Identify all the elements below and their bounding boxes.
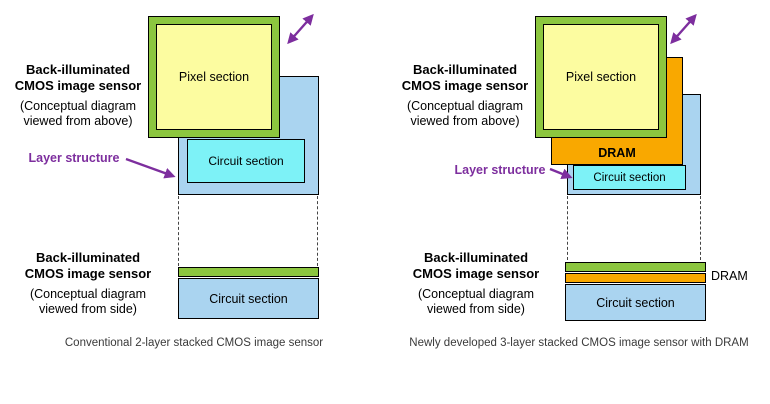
right-layer-structure-label: Layer structure <box>454 163 546 177</box>
left-sideview-subtitle: (Conceptual diagram viewed from side) <box>29 287 147 317</box>
left-topview-subtitle: (Conceptual diagram viewed from above) <box>19 99 137 129</box>
left-circuit-section-box: Circuit section <box>187 139 305 183</box>
left-sideview-circuit-label: Circuit section <box>209 291 288 306</box>
right-pixel-section-box: Pixel section <box>543 24 659 130</box>
right-sideview-circuit-label: Circuit section <box>596 295 675 310</box>
right-sideview-pixel-layer <box>565 262 706 272</box>
right-circuit-section-label: Circuit section <box>593 171 666 184</box>
left-sideview-pixel-layer <box>178 267 319 277</box>
left-layer-structure-label: Layer structure <box>28 151 120 165</box>
right-topview-title: Back-illuminated CMOS image sensor <box>401 62 529 93</box>
left-pixel-section-label: Pixel section <box>178 70 250 84</box>
left-circuit-section-label: Circuit section <box>208 154 284 168</box>
left-stack-double-arrow <box>287 13 314 45</box>
right-pixel-section-frame: Pixel section <box>535 16 667 138</box>
right-topview-subtitle: (Conceptual diagram viewed from above) <box>406 99 524 129</box>
right-sideview-title: Back-illuminated CMOS image sensor <box>412 250 540 281</box>
right-sideview-subtitle: (Conceptual diagram viewed from side) <box>417 287 535 317</box>
right-sideview-dram-label: DRAM <box>711 269 748 283</box>
right-dashed-line-left <box>567 196 568 260</box>
left-caption: Conventional 2-layer stacked CMOS image … <box>64 337 324 349</box>
left-topview-title: Back-illuminated CMOS image sensor <box>14 62 142 93</box>
right-caption: Newly developed 3-layer stacked CMOS ima… <box>409 337 749 349</box>
right-stack-double-arrow <box>670 13 697 45</box>
left-layer-structure-arrow <box>125 157 176 179</box>
left-dashed-line-left <box>178 196 179 266</box>
left-sideview-circuit-layer: Circuit section <box>178 278 319 319</box>
left-dashed-line-right <box>317 196 318 266</box>
right-dashed-line-right <box>700 196 701 260</box>
right-pixel-section-label: Pixel section <box>565 70 637 84</box>
right-circuit-section-box: Circuit section <box>573 165 686 190</box>
left-sideview-title: Back-illuminated CMOS image sensor <box>24 250 152 281</box>
right-sideview-dram-layer <box>565 273 706 283</box>
right-sideview-circuit-layer: Circuit section <box>565 284 706 321</box>
right-dram-label: DRAM <box>598 146 636 160</box>
left-pixel-section-frame: Pixel section <box>148 16 280 138</box>
left-pixel-section-box: Pixel section <box>156 24 272 130</box>
